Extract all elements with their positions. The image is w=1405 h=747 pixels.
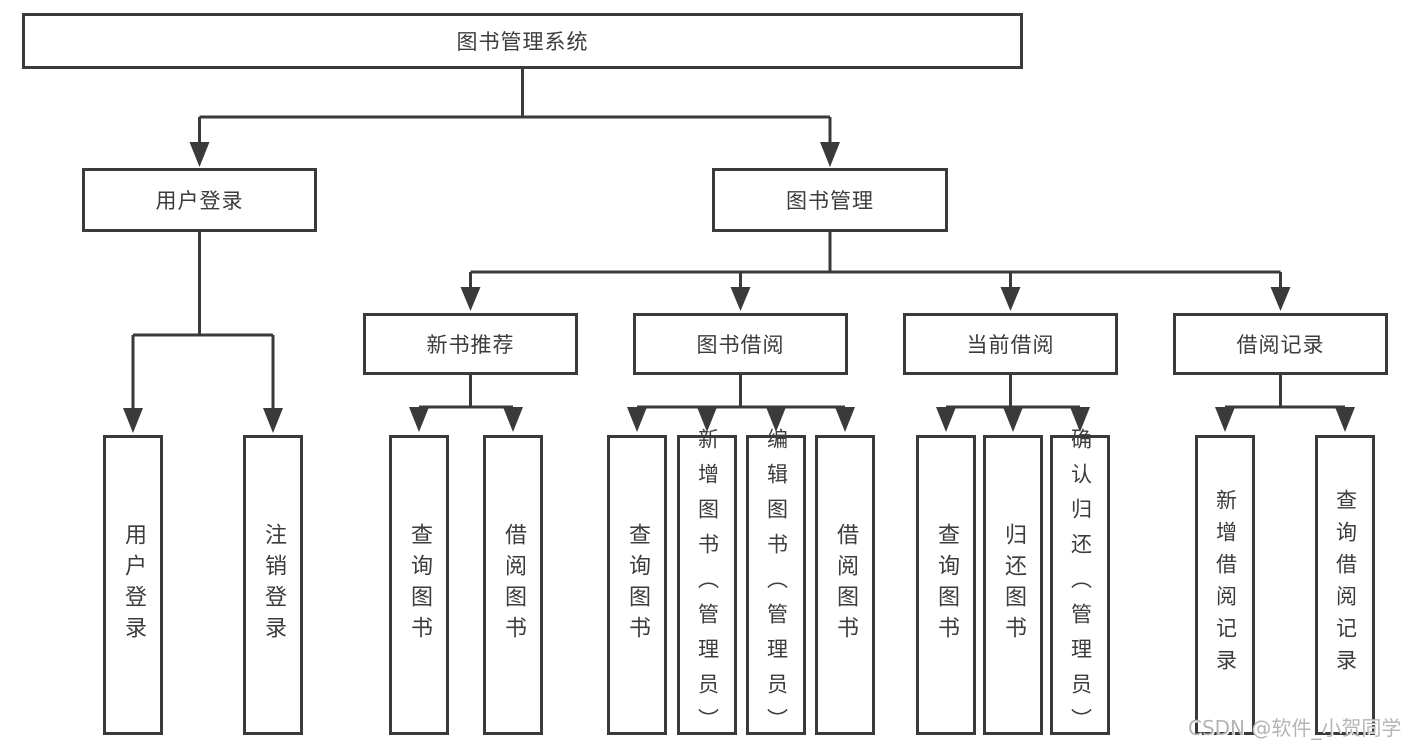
arrowhead (936, 407, 956, 432)
leaf-query-borrow-record: 查询借阅记录 (1315, 435, 1375, 735)
csdn-watermark: CSDN @软件_小贺同学 (1188, 716, 1402, 740)
node-borrow-records: 借阅记录 (1173, 313, 1388, 375)
arrowhead (1335, 407, 1355, 432)
arrowhead (189, 142, 210, 167)
arrowhead (1000, 287, 1021, 311)
arrowhead (409, 407, 429, 432)
arrowhead (627, 407, 647, 432)
arrowhead (1003, 407, 1023, 432)
leaf-borrow-books: 借阅图书 (815, 435, 875, 735)
node-book-management: 图书管理 (712, 168, 948, 232)
leaf-user-login: 用户登录 (103, 435, 163, 735)
node-library-management-system: 图书管理系统 (22, 13, 1023, 69)
leaf-add-books-admin: 新增图书（管理员） (677, 428, 737, 743)
arrowhead (1270, 287, 1291, 311)
arrowhead (460, 287, 481, 311)
arrowhead (820, 142, 840, 167)
leaf-query-books-recommend: 查询图书 (389, 435, 449, 735)
leaf-confirm-return-admin: 确认归还（管理员） (1050, 428, 1110, 743)
arrowhead (263, 408, 283, 433)
arrowhead (503, 407, 523, 432)
arrowhead (835, 407, 855, 432)
leaf-return-books: 归还图书 (983, 435, 1043, 735)
leaf-edit-books-admin: 编辑图书（管理员） (746, 428, 806, 743)
arrowhead (730, 287, 751, 311)
node-book-borrow: 图书借阅 (633, 313, 848, 375)
node-current-borrow: 当前借阅 (903, 313, 1118, 375)
node-user-login: 用户登录 (82, 168, 317, 232)
leaf-query-books-borrow: 查询图书 (607, 435, 667, 735)
leaf-query-books-current: 查询图书 (916, 435, 976, 735)
leaf-borrow-books-recommend: 借阅图书 (483, 435, 543, 735)
arrowhead (123, 408, 143, 433)
node-new-book-recommend: 新书推荐 (363, 313, 578, 375)
arrowhead (1215, 407, 1235, 432)
leaf-add-borrow-record: 新增借阅记录 (1195, 435, 1255, 735)
leaf-logout: 注销登录 (243, 435, 303, 735)
